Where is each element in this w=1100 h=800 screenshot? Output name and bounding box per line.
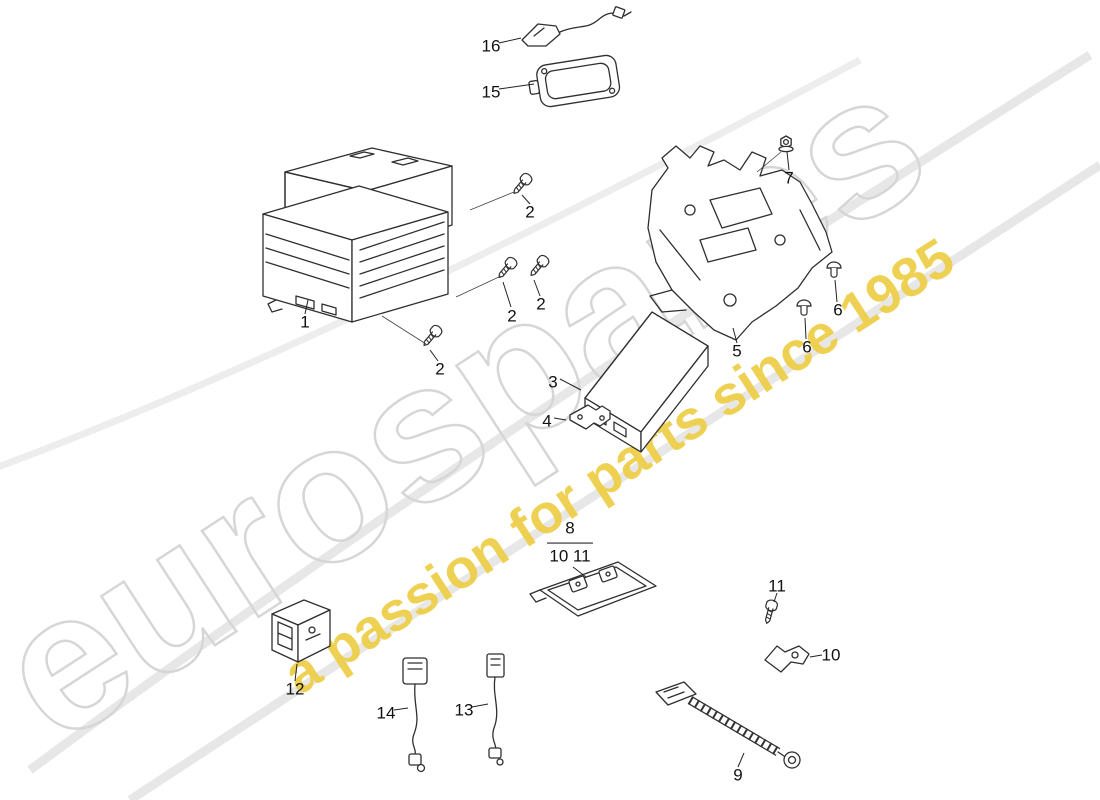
screw-11-drawing xyxy=(760,598,779,626)
part-callout-12[interactable]: 12 xyxy=(285,679,305,699)
interior-light-drawing xyxy=(529,561,657,617)
amplifier-module-drawing xyxy=(584,311,709,453)
group-callout-divider xyxy=(547,542,593,544)
part-callout-13[interactable]: 13 xyxy=(454,700,474,720)
nut-drawing xyxy=(778,135,794,153)
part-callout-2[interactable]: 2 xyxy=(525,202,535,222)
control-module-drawing xyxy=(528,54,621,108)
cable-13-drawing xyxy=(486,653,505,766)
part-callout-3[interactable]: 3 xyxy=(548,372,558,392)
part-callout-11[interactable]: 11 xyxy=(768,576,786,596)
antenna-bracket-drawing xyxy=(521,6,632,47)
part-callout-6[interactable]: 6 xyxy=(802,337,812,357)
part-callout-5[interactable]: 5 xyxy=(732,341,742,361)
part-callout-10[interactable]: 10 xyxy=(821,645,841,665)
part-callout-2[interactable]: 2 xyxy=(507,306,517,326)
part-callout-1[interactable]: 1 xyxy=(300,312,310,332)
group-callout-8-10-11[interactable]: 8 10 11 xyxy=(547,518,593,569)
wiring-harness-drawing xyxy=(655,681,801,769)
part-callout-9[interactable]: 9 xyxy=(733,765,743,785)
part-callout-15[interactable]: 15 xyxy=(481,82,501,102)
radio-unit-drawing xyxy=(262,147,453,323)
part-callout-16[interactable]: 16 xyxy=(481,36,501,56)
cable-14-drawing xyxy=(402,657,428,773)
support-bracket-drawing xyxy=(764,645,810,673)
part-callout-2[interactable]: 2 xyxy=(435,359,445,379)
retainer-clip-drawing xyxy=(569,404,611,430)
part-callout-14[interactable]: 14 xyxy=(376,703,396,723)
part-callout-4[interactable]: 4 xyxy=(542,411,552,431)
switch-drawing xyxy=(271,599,331,663)
part-callout-2[interactable]: 2 xyxy=(536,294,546,314)
group-callout-bottom[interactable]: 10 11 xyxy=(549,546,591,566)
leader-lines xyxy=(294,37,838,768)
mounting-bracket-drawing xyxy=(647,145,833,341)
part-callout-6[interactable]: 6 xyxy=(833,300,843,320)
group-callout-top[interactable]: 8 xyxy=(565,518,575,538)
part-callout-7[interactable]: 7 xyxy=(784,168,794,188)
